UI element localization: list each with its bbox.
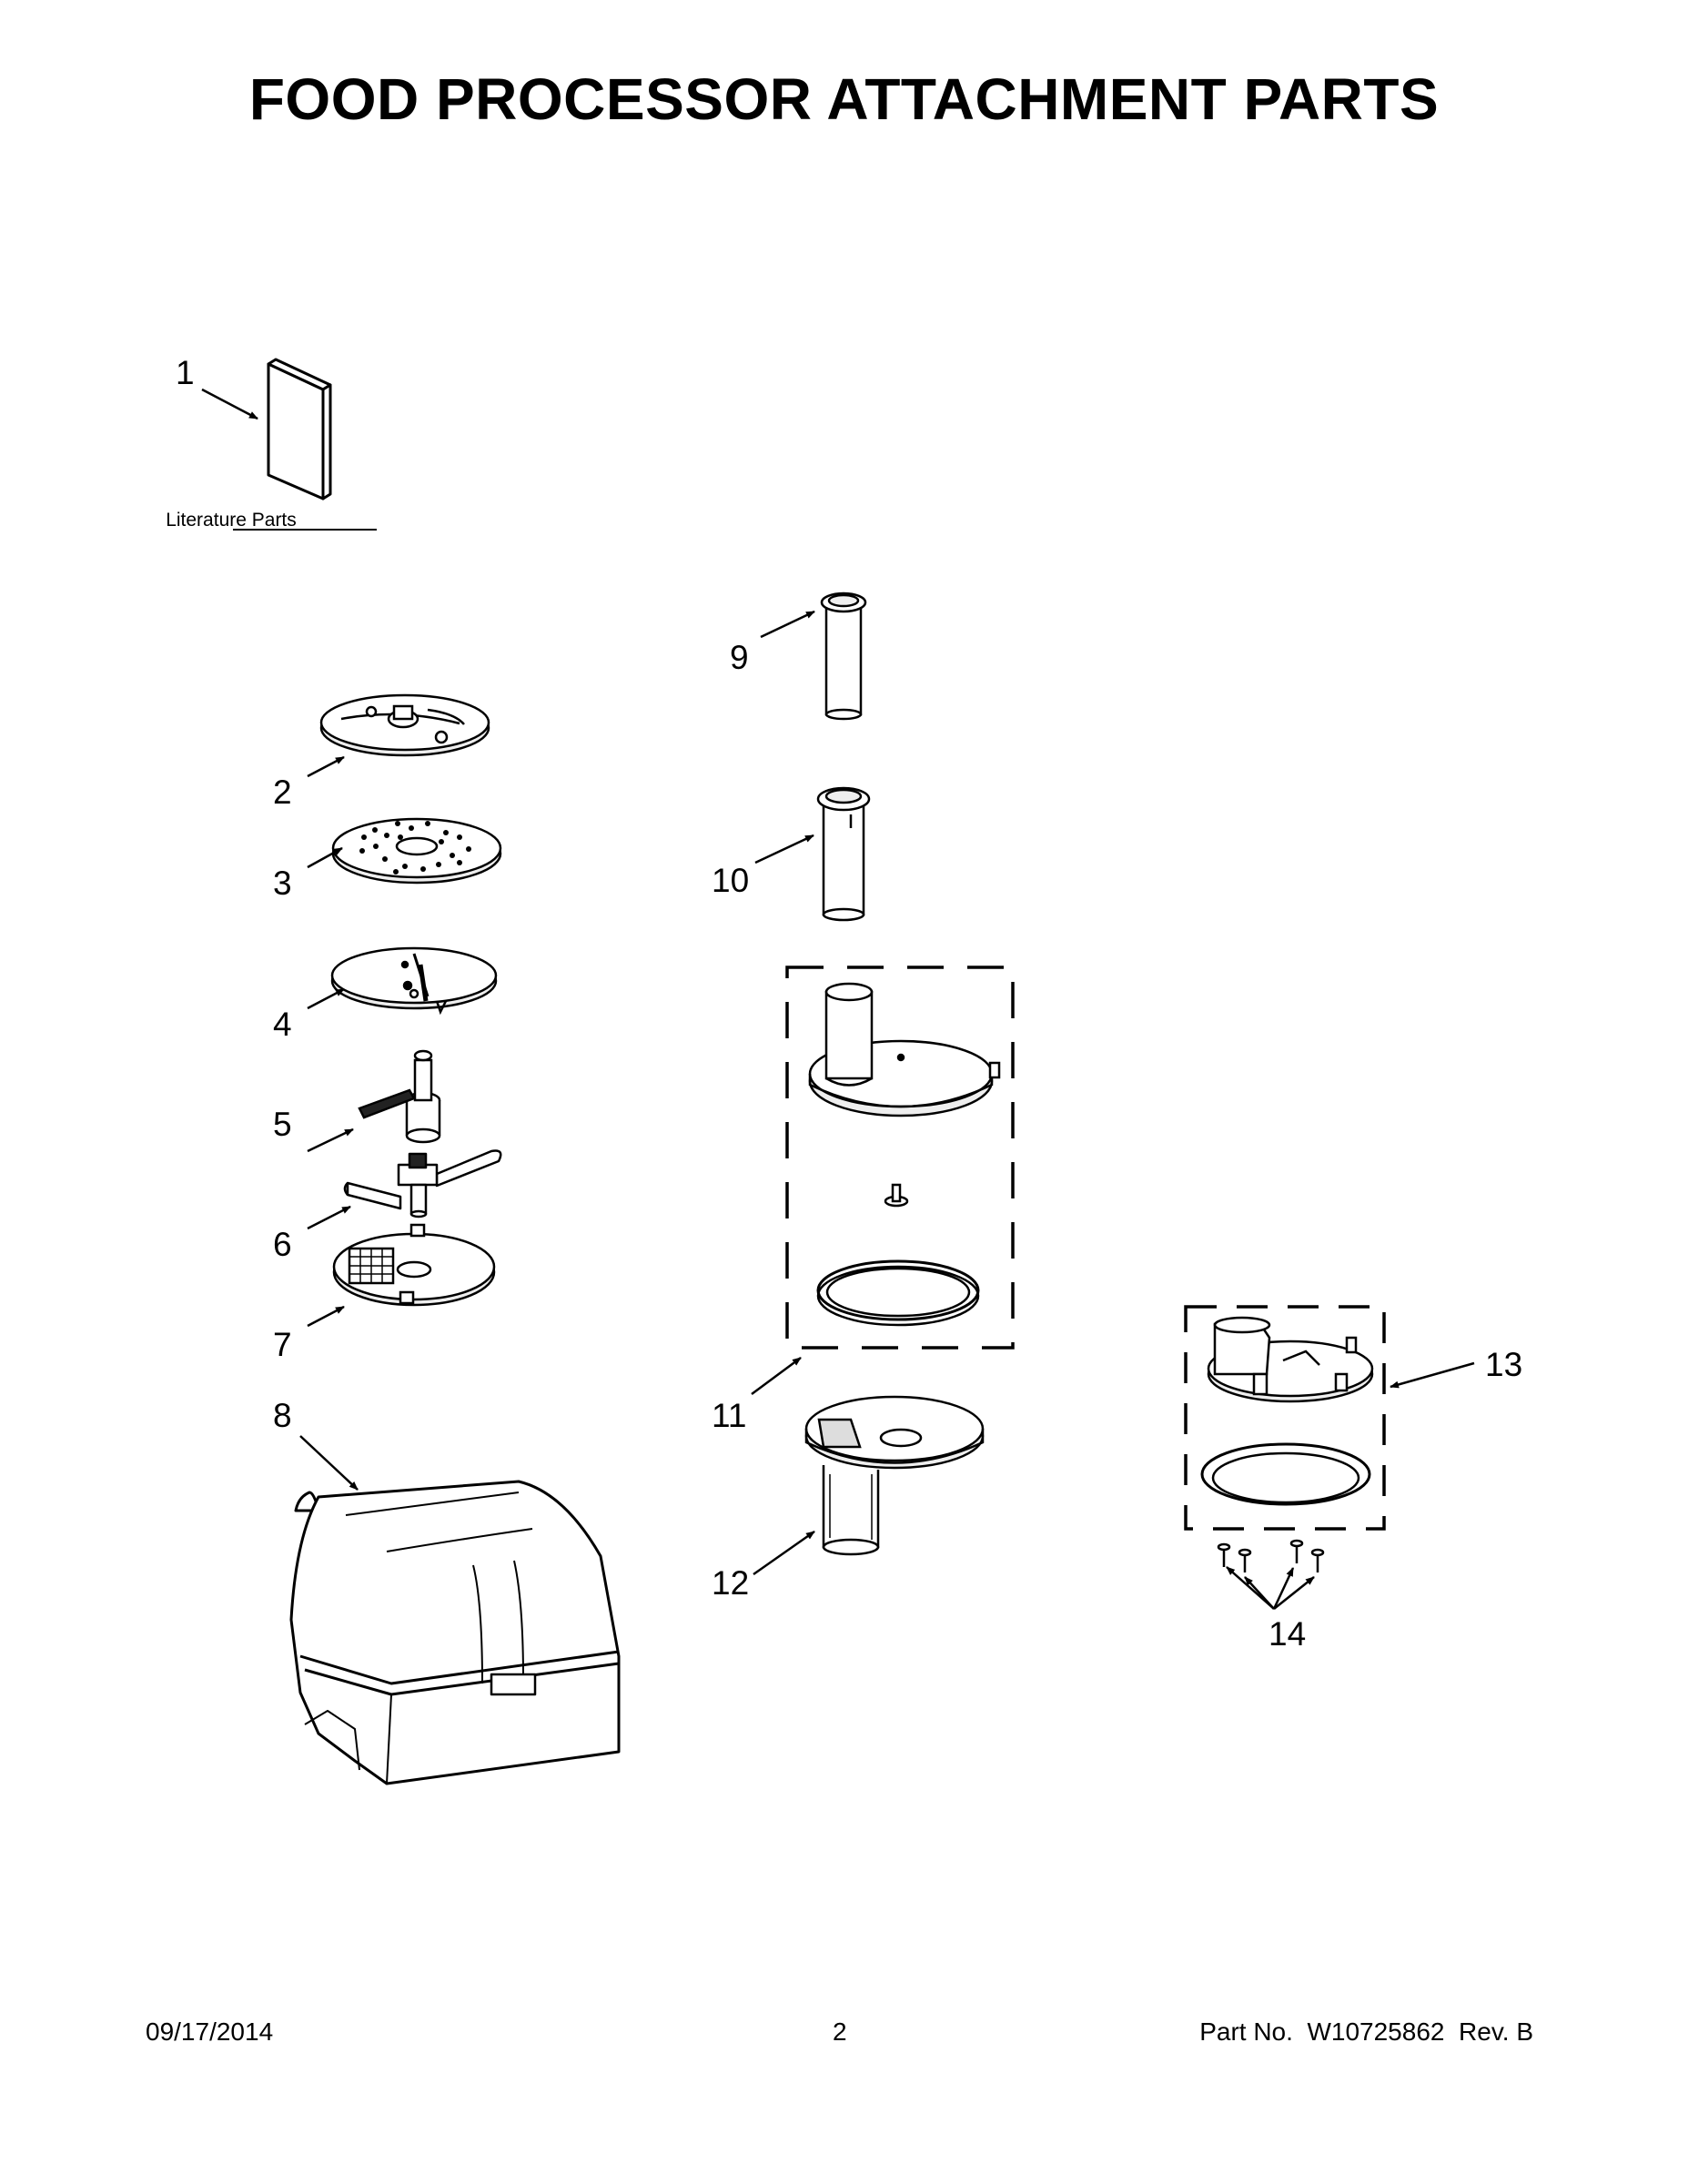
footer-part-number: Part No. W10725862 Rev. B (1199, 2017, 1533, 2047)
part-6-multipurpose-blade (343, 1149, 502, 1218)
callout-8: 8 (273, 1397, 292, 1434)
part-10-medium-pusher (816, 786, 871, 922)
page-title: FOOD PROCESSOR ATTACHMENT PARTS (248, 66, 1440, 132)
callout-3: 3 (273, 864, 292, 902)
callout-4: 4 (273, 1006, 292, 1043)
callout-10: 10 (712, 862, 749, 899)
part-3-shredding-disc (331, 817, 502, 885)
footer-page-number: 2 (833, 2017, 847, 2046)
literature-parts-label: Literature Parts (166, 510, 297, 531)
part-11-lid-assembly (808, 982, 1001, 1327)
part-1-literature-booklet (267, 358, 332, 500)
leader-arrows (201, 388, 1475, 1610)
part-4-julienne-disc (330, 946, 498, 1016)
footer-part-code: W10725862 (1307, 2017, 1445, 2046)
callout-5: 5 (273, 1106, 292, 1143)
part-9-small-pusher (820, 592, 867, 721)
part-8-storage-case (289, 1480, 621, 1785)
callout-7: 7 (273, 1326, 292, 1363)
part-13-dashed-group-box (1184, 1305, 1386, 1531)
callout-9: 9 (730, 639, 749, 676)
callout-1: 1 (176, 354, 195, 391)
part-11-dashed-group-box (785, 966, 1015, 1350)
part-13-adapter-assembly (1200, 1316, 1374, 1506)
part-2-slicing-disc (319, 693, 490, 757)
callout-11: 11 (712, 1397, 746, 1434)
callout-2: 2 (273, 774, 292, 811)
callout-6: 6 (273, 1226, 292, 1263)
footer-revision: Rev. B (1459, 2017, 1533, 2046)
part-7-dicing-grid (332, 1223, 496, 1307)
part-5-slicing-hub (358, 1049, 441, 1144)
part-12-feed-tube-lid (804, 1395, 985, 1556)
callout-12: 12 (712, 1564, 749, 1602)
footer-date: 09/17/2014 (146, 2017, 274, 2046)
callout-13: 13 (1485, 1346, 1522, 1383)
callout-14: 14 (1269, 1615, 1306, 1653)
part-14-screws (1217, 1539, 1325, 1572)
footer-part-prefix: Part No. (1199, 2017, 1293, 2046)
